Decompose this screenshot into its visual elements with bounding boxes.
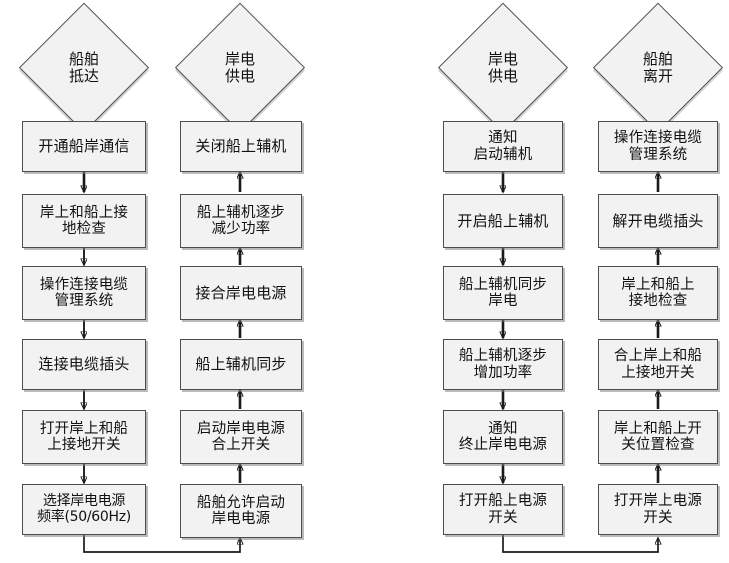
- process-node[interactable]: 操作连接电缆 管理系统: [22, 266, 146, 320]
- process-node[interactable]: 打开岸上电源 开关: [598, 484, 718, 535]
- process-node[interactable]: 解开电缆插头: [598, 194, 718, 248]
- terminal-label: 船舶 离开: [642, 49, 673, 85]
- terminal-ship-departure[interactable]: 船舶 离开: [592, 2, 724, 134]
- process-node[interactable]: 开通船岸通信: [22, 121, 146, 172]
- process-node[interactable]: 通知 启动辅机: [443, 121, 563, 172]
- process-node[interactable]: 岸上和船上接 地检查: [22, 194, 146, 248]
- process-node[interactable]: 船上辅机同步 岸电: [443, 266, 563, 320]
- process-node[interactable]: 通知 终止岸电电源: [443, 410, 563, 464]
- process-node[interactable]: 连接电缆插头: [22, 339, 146, 390]
- process-node[interactable]: 操作连接电缆 管理系统: [598, 121, 718, 172]
- process-node[interactable]: 打开岸上和船 上接地开关: [22, 410, 146, 464]
- terminal-ship-arrival[interactable]: 船舶 抵达: [18, 2, 150, 134]
- terminal-shore-power-supply-right[interactable]: 岸电 供电: [437, 2, 569, 134]
- process-node[interactable]: 开启船上辅机: [443, 194, 563, 248]
- process-node[interactable]: 船上辅机逐步 增加功率: [443, 339, 563, 390]
- process-node[interactable]: 启动岸电电源 合上开关: [180, 410, 302, 464]
- terminal-label: 岸电 供电: [224, 49, 255, 85]
- process-node[interactable]: 岸上和船上 接地检查: [598, 266, 718, 320]
- process-node[interactable]: 船舶允许启动 岸电电源: [180, 484, 302, 538]
- process-node[interactable]: 岸上和船上开 关位置检查: [598, 410, 718, 464]
- process-node[interactable]: 关闭船上辅机: [180, 121, 302, 172]
- terminal-label: 岸电 供电: [487, 49, 518, 85]
- process-node[interactable]: 选择岸电电源 频率(50/60Hz): [22, 484, 146, 535]
- process-node[interactable]: 接合岸电电源: [180, 266, 302, 320]
- connector-c3s6-c4s6: [502, 535, 658, 553]
- process-node[interactable]: 打开船上电源 开关: [443, 484, 563, 535]
- process-node[interactable]: 船上辅机同步: [180, 339, 302, 390]
- process-node[interactable]: 合上岸上和船 上接地开关: [598, 339, 718, 390]
- process-node[interactable]: 船上辅机逐步 减少功率: [180, 194, 302, 248]
- terminal-shore-power-supply-left[interactable]: 岸电 供电: [174, 2, 306, 134]
- terminal-label: 船舶 抵达: [68, 49, 99, 85]
